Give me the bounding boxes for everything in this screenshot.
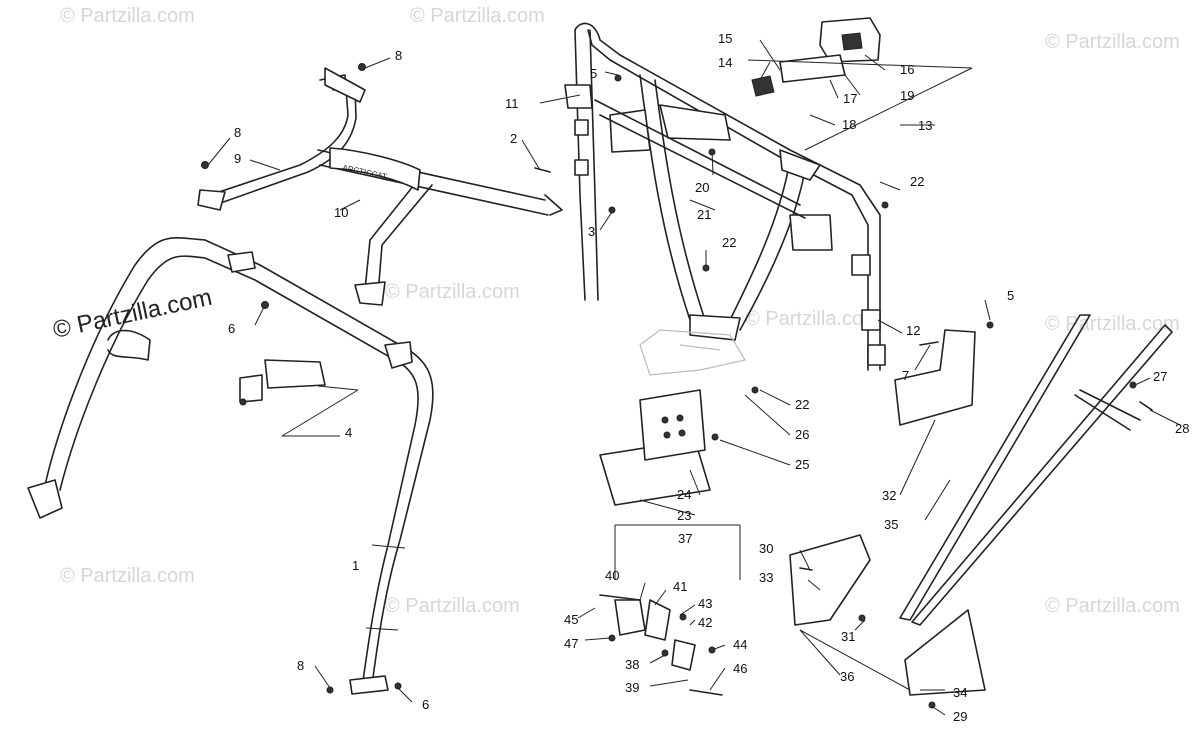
callout-12: 12 [906,323,920,338]
watermark-text: © Partzilla.com [60,5,195,27]
callout-39: 39 [625,680,639,695]
rear-cage-frame [564,22,886,371]
callout-19: 19 [900,88,914,103]
callout-22: 22 [795,397,809,412]
callout-8: 8 [297,658,304,673]
callout-6: 6 [228,321,235,336]
callout-32: 32 [882,488,896,503]
callout-2: 2 [510,131,517,146]
rear-upper-bar: ARCTICCAT [197,67,563,306]
callout-8: 8 [234,125,241,140]
callout-20: 20 [695,180,709,195]
callout-14: 14 [718,55,732,70]
callout-47: 47 [564,636,578,651]
callouts: 1 2 3 4 5 5 6 6 7 8 8 8 9 10 11 12 13 14… [228,31,1189,724]
callout-4: 4 [345,425,352,440]
callout-24: 24 [677,487,691,502]
watermark-text: © Partzilla.com [1045,595,1180,617]
callout-10: 10 [334,205,348,220]
callout-36: 36 [840,669,854,684]
watermark-text: © Partzilla.com [385,281,520,303]
callout-8: 8 [395,48,402,63]
front-roll-bar [27,237,434,695]
callout-41: 41 [673,579,687,594]
callout-37: 37 [678,531,692,546]
callout-6: 6 [422,697,429,712]
callout-13: 13 [918,118,932,133]
callout-17: 17 [843,91,857,106]
watermark-text: © Partzilla.com [385,595,520,617]
callout-15: 15 [718,31,732,46]
callout-38: 38 [625,657,639,672]
watermark-primary: © Partzilla.com [51,284,215,344]
watermarks: © Partzilla.com © Partzilla.com © Partzi… [51,5,1180,617]
leader-lines [207,39,1181,716]
callout-1: 1 [352,558,359,573]
ghost-outline [639,329,746,376]
callout-9: 9 [234,151,241,166]
callout-45: 45 [564,612,578,627]
callout-5: 5 [590,66,597,81]
watermark-text: © Partzilla.com [1045,31,1180,53]
side-nets-and-bars [789,314,1173,696]
watermark-text: © Partzilla.com [410,5,545,27]
callout-43: 43 [698,596,712,611]
callout-22: 22 [722,235,736,250]
hardware-fasteners [201,63,1153,709]
callout-23: 23 [677,508,691,523]
callout-3: 3 [588,224,595,239]
callout-18: 18 [842,117,856,132]
callout-40: 40 [605,568,619,583]
callout-46: 46 [733,661,747,676]
latch-assembly [599,594,723,696]
callout-44: 44 [733,637,747,652]
callout-42: 42 [698,615,712,630]
callout-26: 26 [795,427,809,442]
callout-11: 11 [505,96,519,111]
watermark-text: © Partzilla.com [745,308,880,330]
callout-35: 35 [884,517,898,532]
callout-5: 5 [1007,288,1014,303]
callout-34: 34 [953,685,967,700]
callout-16: 16 [900,62,914,77]
callout-25: 25 [795,457,809,472]
callout-29: 29 [953,709,967,724]
callout-33: 33 [759,570,773,585]
callout-21: 21 [697,207,711,222]
callout-30: 30 [759,541,773,556]
callout-7: 7 [902,368,909,383]
callout-22: 22 [910,174,924,189]
lights [239,17,881,506]
watermark-text: © Partzilla.com [60,565,195,587]
callout-28: 28 [1175,421,1189,436]
callout-31: 31 [841,629,855,644]
callout-27: 27 [1153,369,1167,384]
